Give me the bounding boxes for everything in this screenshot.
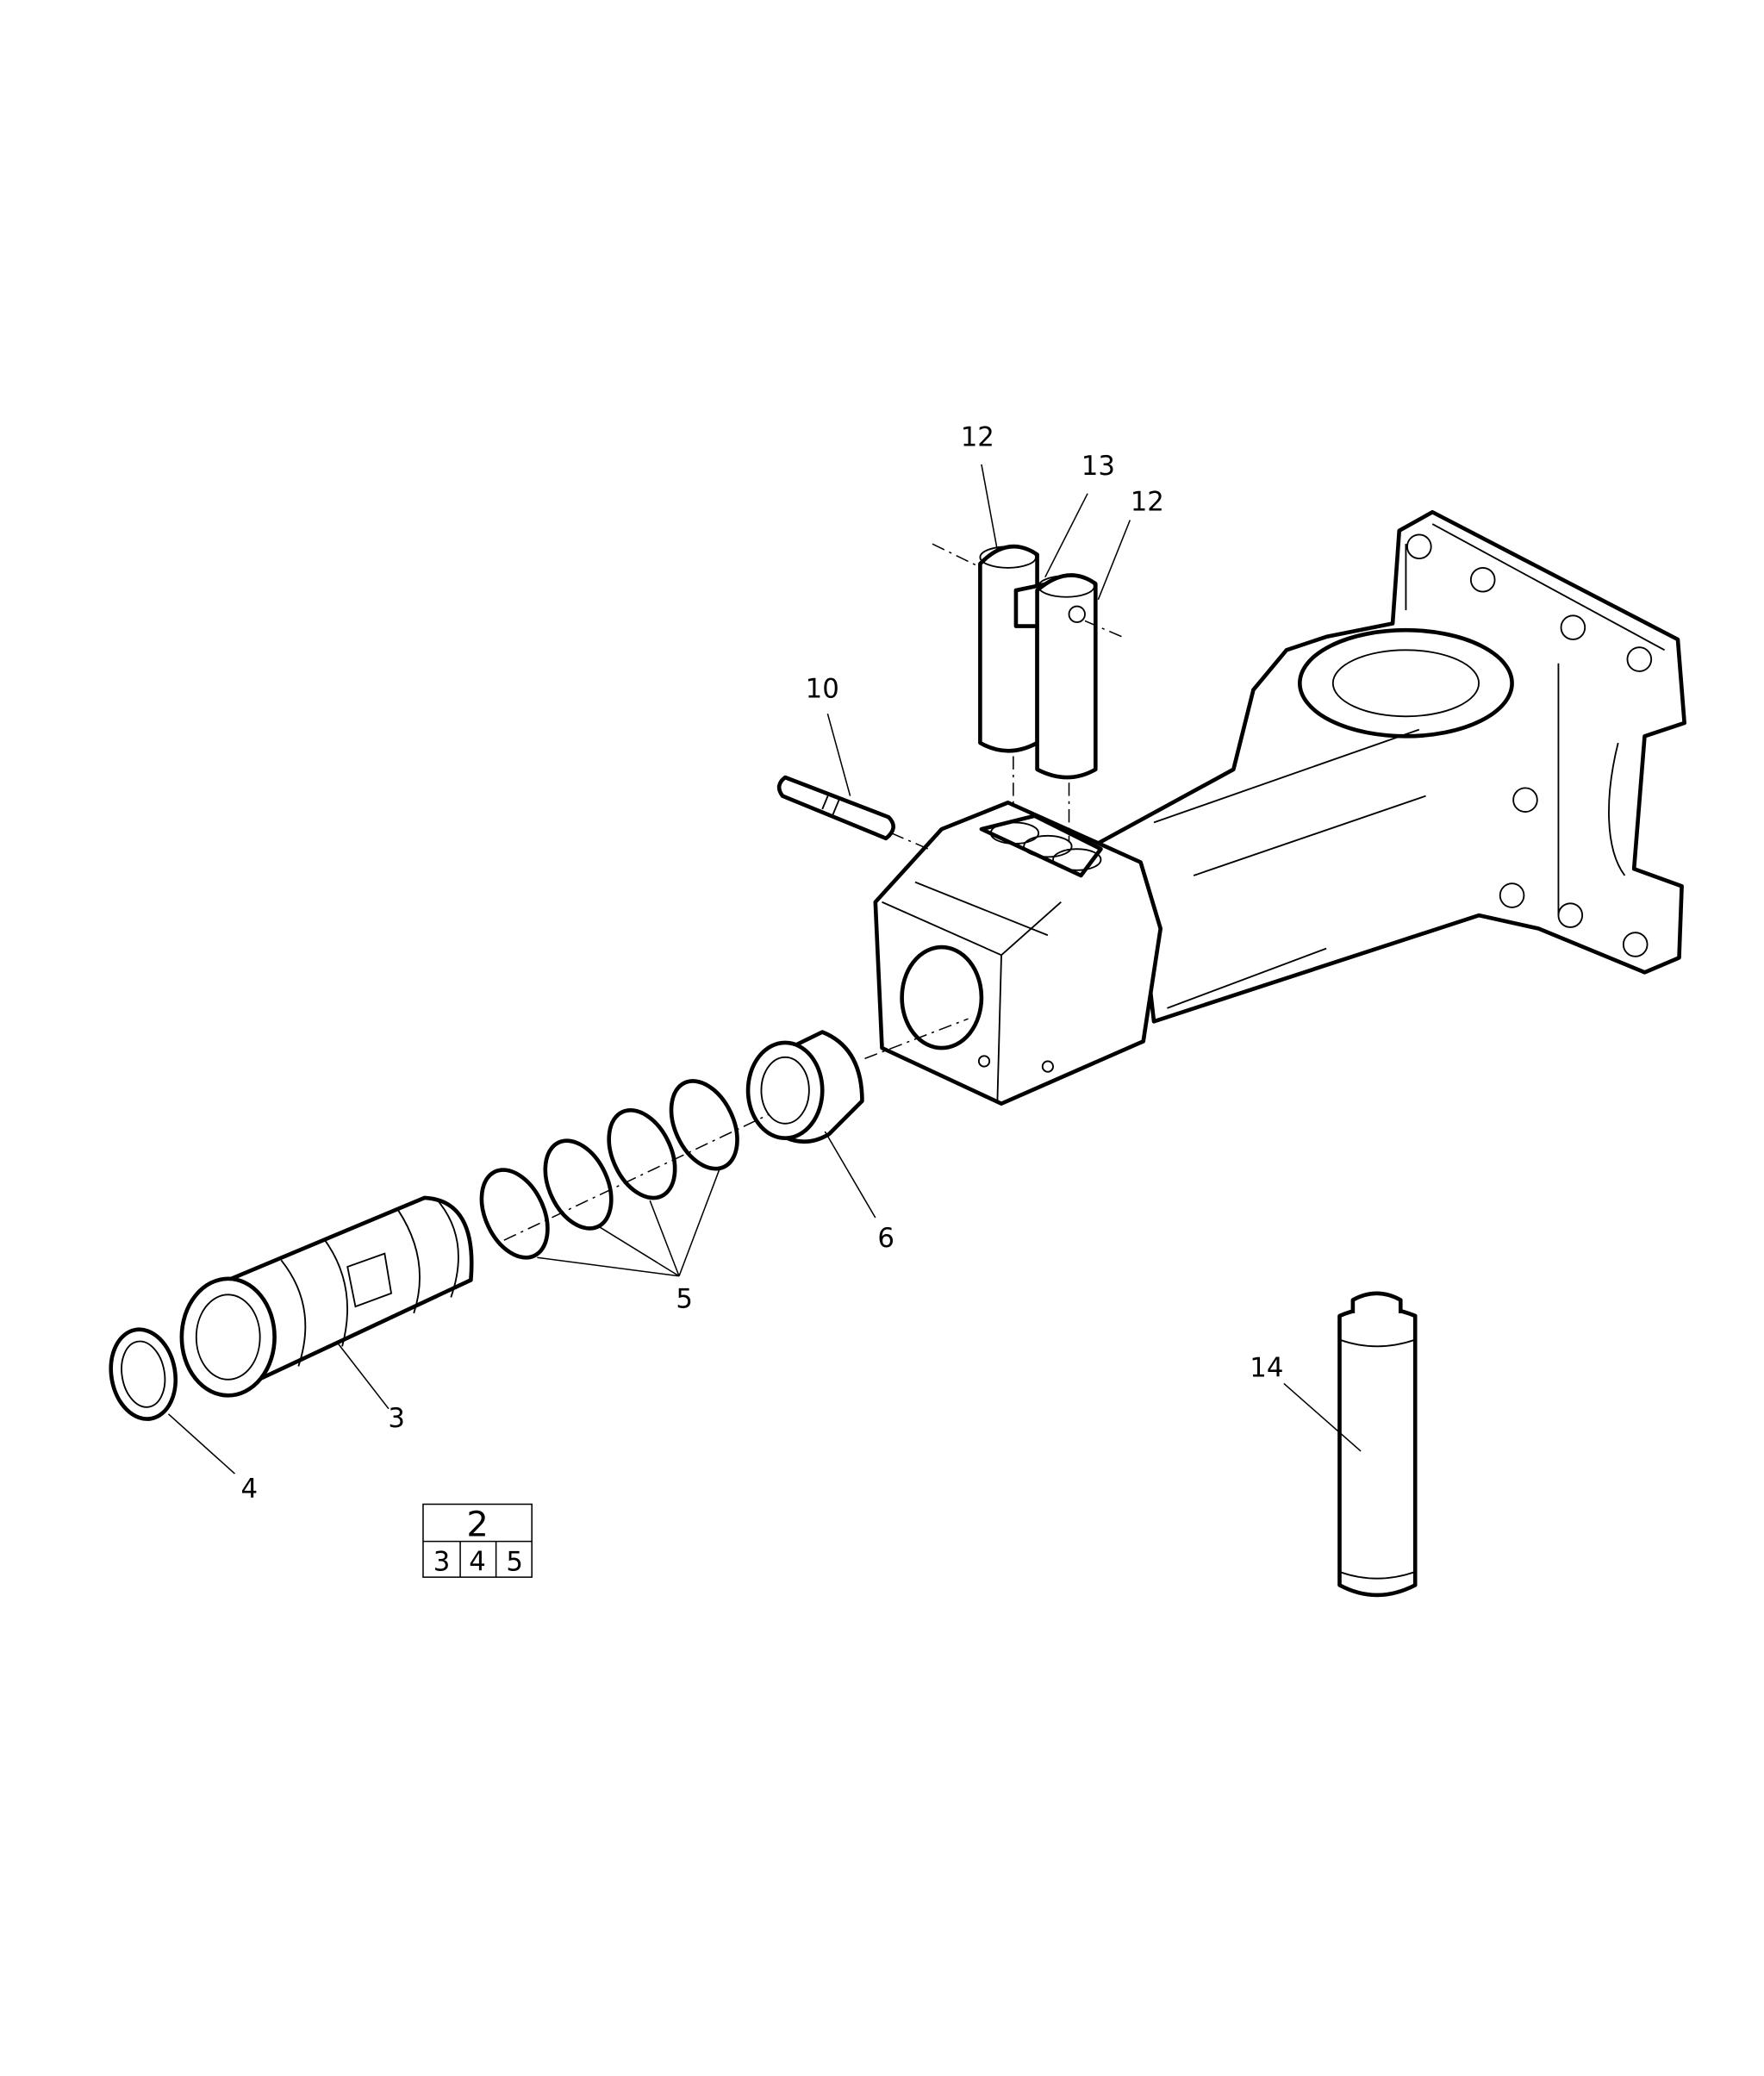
callout-12-left: 12 (961, 421, 994, 452)
kit-child-4: 4 (469, 1546, 486, 1577)
callout-10: 10 (806, 674, 839, 705)
callout-4: 4 (241, 1474, 259, 1505)
callout-12-right: 12 (1131, 487, 1164, 518)
bushing-6 (745, 1030, 864, 1144)
kit-child-3: 3 (433, 1546, 451, 1577)
callout-6: 6 (877, 1223, 894, 1254)
pin-12-right (1035, 573, 1098, 780)
callout-5: 5 (676, 1284, 693, 1315)
ring-4 (109, 1327, 178, 1421)
kit-table: 2 3 4 5 (422, 1503, 533, 1578)
kit-parent-number: 2 (466, 1505, 488, 1544)
seal-rings-5 (479, 1079, 739, 1260)
sleeve-3 (179, 1195, 474, 1398)
cylinder-14 (1337, 1291, 1418, 1598)
kit-child-5: 5 (506, 1546, 523, 1577)
pin-12-left (978, 544, 1039, 753)
callout-14: 14 (1250, 1353, 1283, 1384)
leader-lines (167, 464, 1362, 1474)
pin-10 (776, 775, 895, 841)
axle-housing (873, 509, 1686, 1106)
callout-13: 13 (1081, 451, 1115, 482)
callout-3: 3 (388, 1403, 405, 1434)
